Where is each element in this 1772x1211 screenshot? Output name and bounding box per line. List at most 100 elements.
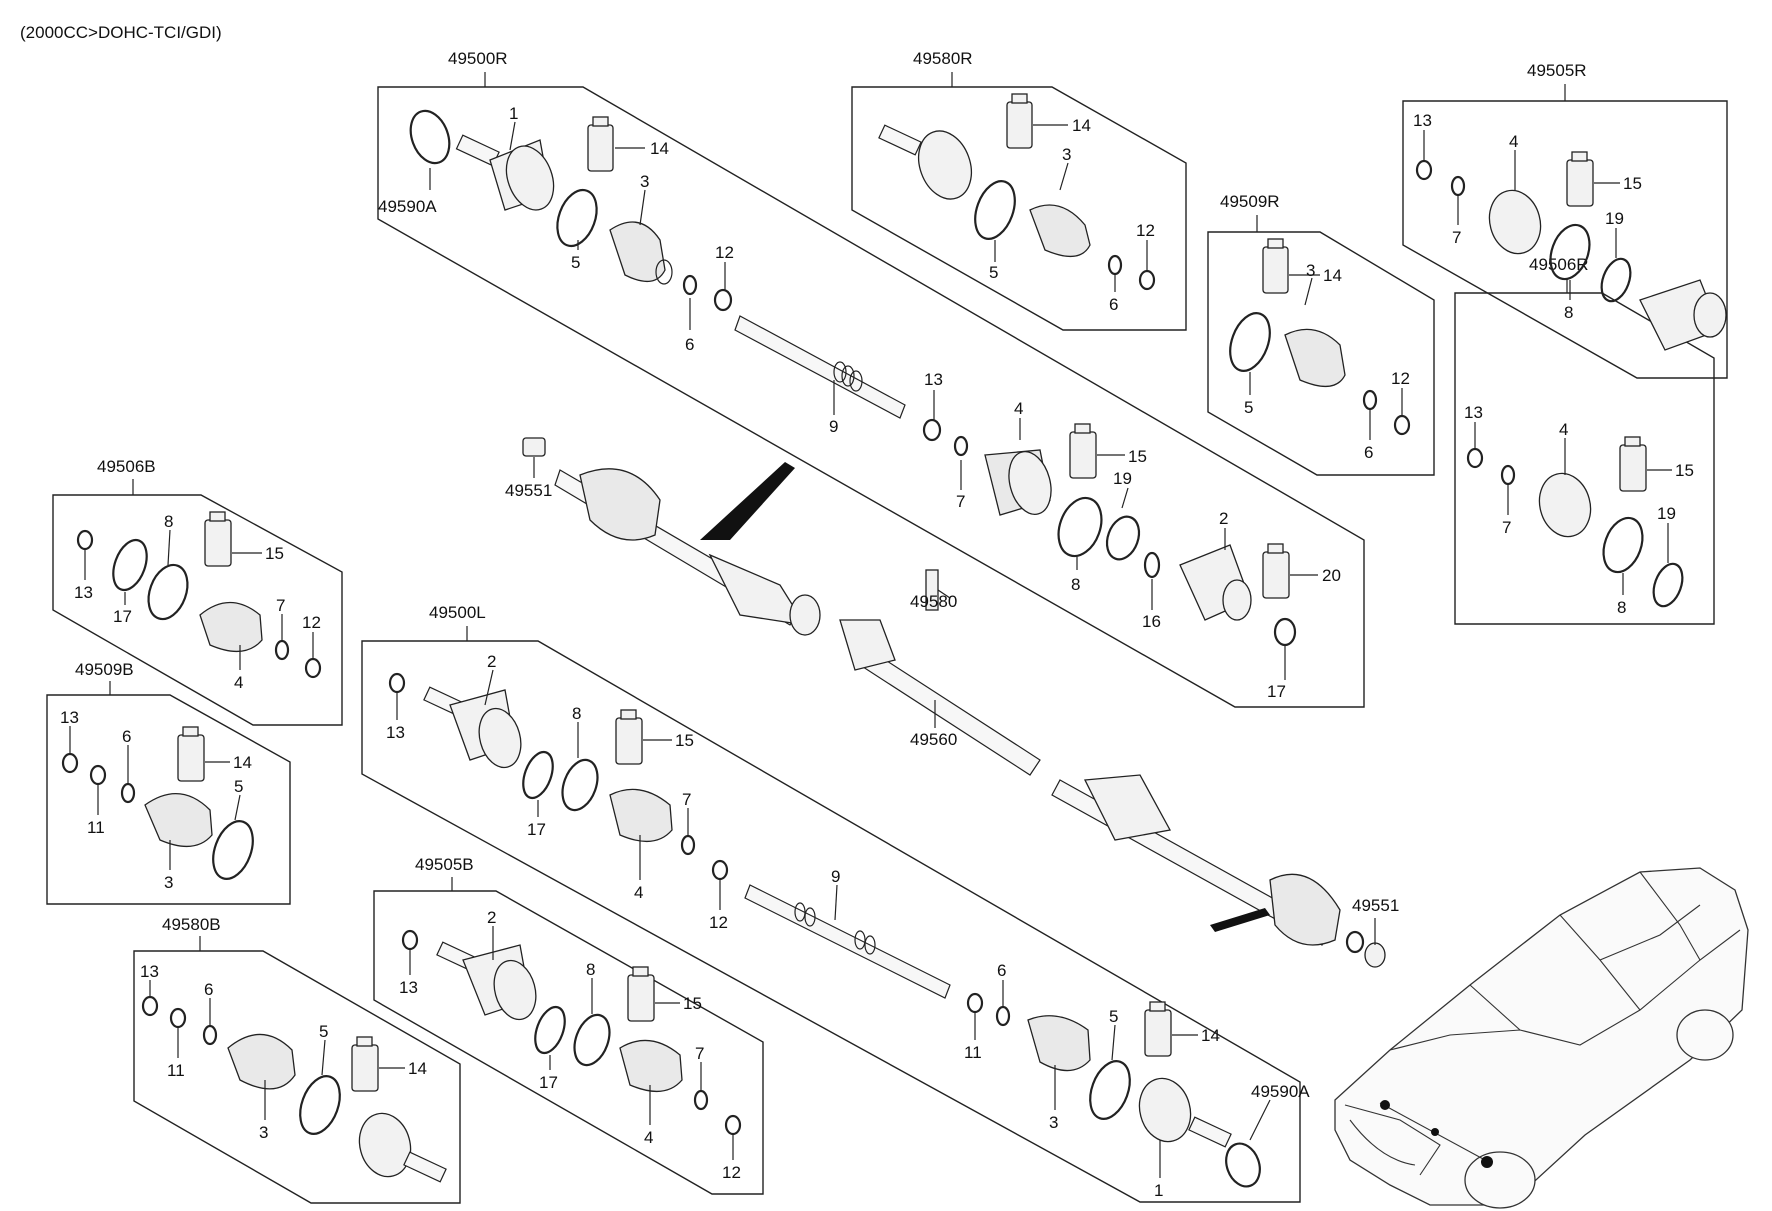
- callout-15[interactable]: 15: [1128, 447, 1147, 466]
- assembly-code-49506R[interactable]: 49506R: [1529, 255, 1589, 274]
- callout-11[interactable]: 11: [964, 1043, 982, 1062]
- callout-1[interactable]: 1: [509, 104, 518, 123]
- callout-3[interactable]: 3: [1306, 261, 1315, 280]
- callout-4[interactable]: 4: [634, 883, 643, 902]
- callout-7[interactable]: 7: [1452, 228, 1461, 247]
- assembly-code-49506B[interactable]: 49506B: [97, 457, 156, 476]
- callout-5[interactable]: 5: [989, 263, 998, 282]
- callout-13[interactable]: 13: [140, 962, 159, 981]
- callout-6[interactable]: 6: [1109, 295, 1118, 314]
- callout-8[interactable]: 8: [586, 960, 595, 979]
- callout-5[interactable]: 5: [1244, 398, 1253, 417]
- callout-2[interactable]: 2: [487, 652, 496, 671]
- callout-8[interactable]: 8: [1071, 575, 1080, 594]
- callout-6[interactable]: 6: [997, 961, 1006, 980]
- callout-5[interactable]: 5: [234, 777, 243, 796]
- callout-12[interactable]: 12: [1136, 221, 1155, 240]
- callout-11[interactable]: 11: [167, 1061, 185, 1080]
- callout-11[interactable]: 11: [87, 818, 105, 837]
- callout-7[interactable]: 7: [276, 596, 285, 615]
- callout-1[interactable]: 1: [1154, 1181, 1163, 1200]
- callout-7[interactable]: 7: [1502, 518, 1511, 537]
- callout-5[interactable]: 5: [319, 1022, 328, 1041]
- callout-15[interactable]: 15: [1675, 461, 1694, 480]
- callout-4[interactable]: 4: [234, 673, 243, 692]
- callout-12[interactable]: 12: [715, 243, 734, 262]
- callout-7[interactable]: 7: [956, 492, 965, 511]
- callout-9[interactable]: 9: [829, 417, 838, 436]
- part-code-49551-lower[interactable]: 49551: [1352, 896, 1399, 915]
- part-code-49560[interactable]: 49560: [910, 730, 957, 749]
- callout-8[interactable]: 8: [572, 704, 581, 723]
- callout-17[interactable]: 17: [527, 820, 546, 839]
- callout-8[interactable]: 8: [164, 512, 173, 531]
- assembly-code-49505R[interactable]: 49505R: [1527, 61, 1587, 80]
- callout-12[interactable]: 12: [709, 913, 728, 932]
- callout-8[interactable]: 8: [1564, 303, 1573, 322]
- callout-6[interactable]: 6: [204, 980, 213, 999]
- callout-6[interactable]: 6: [1364, 443, 1373, 462]
- assembly-code-49580B[interactable]: 49580B: [162, 915, 221, 934]
- callout-19[interactable]: 19: [1657, 504, 1676, 523]
- callout-2[interactable]: 2: [1219, 509, 1228, 528]
- callout-17[interactable]: 17: [113, 607, 132, 626]
- callout-13[interactable]: 13: [1464, 403, 1483, 422]
- callout-15[interactable]: 15: [1623, 174, 1642, 193]
- callout-7[interactable]: 7: [695, 1044, 704, 1063]
- assembly-code-49580R[interactable]: 49580R: [913, 49, 973, 68]
- assembly-code-49500L[interactable]: 49500L: [429, 603, 486, 622]
- callout-13[interactable]: 13: [386, 723, 405, 742]
- callout-14[interactable]: 14: [408, 1059, 427, 1078]
- callout-5[interactable]: 5: [571, 253, 580, 272]
- callout-3[interactable]: 3: [259, 1123, 268, 1142]
- callout-7[interactable]: 7: [682, 790, 691, 809]
- assembly-code-49500R[interactable]: 49500R: [448, 49, 508, 68]
- callout-20[interactable]: 20: [1322, 566, 1341, 585]
- callout-4[interactable]: 4: [1014, 399, 1023, 418]
- callout-49590A[interactable]: 49590A: [1251, 1082, 1310, 1101]
- callout-4[interactable]: 4: [1559, 420, 1568, 439]
- callout-13[interactable]: 13: [399, 978, 418, 997]
- assembly-code-49505B[interactable]: 49505B: [415, 855, 474, 874]
- callout-12[interactable]: 12: [1391, 369, 1410, 388]
- callout-17[interactable]: 17: [1267, 682, 1286, 701]
- callout-4[interactable]: 4: [1509, 132, 1518, 151]
- callout-15[interactable]: 15: [675, 731, 694, 750]
- callout-2[interactable]: 2: [487, 908, 496, 927]
- callout-14[interactable]: 14: [1323, 266, 1342, 285]
- callout-3[interactable]: 3: [1062, 145, 1071, 164]
- callout-9[interactable]: 9: [831, 867, 840, 886]
- callout-13[interactable]: 13: [74, 583, 93, 602]
- group-49509B: 49509B: [46, 660, 291, 905]
- callout-13[interactable]: 13: [1413, 111, 1432, 130]
- callout-12[interactable]: 12: [722, 1163, 741, 1182]
- callout-13[interactable]: 13: [60, 708, 79, 727]
- part-code-49580[interactable]: 49580: [910, 592, 957, 611]
- callout-8[interactable]: 8: [1617, 598, 1626, 617]
- callout-14[interactable]: 14: [1201, 1026, 1220, 1045]
- callout-3[interactable]: 3: [164, 873, 173, 892]
- callout-3[interactable]: 3: [1049, 1113, 1058, 1132]
- callout-12[interactable]: 12: [302, 613, 321, 632]
- callout-3[interactable]: 3: [640, 172, 649, 191]
- callout-15[interactable]: 15: [265, 544, 284, 563]
- callout-49590A[interactable]: 49590A: [378, 197, 437, 216]
- callout-14[interactable]: 14: [233, 753, 252, 772]
- assembly-code-49509R[interactable]: 49509R: [1220, 192, 1280, 211]
- callout-6[interactable]: 6: [685, 335, 694, 354]
- callout-19[interactable]: 19: [1605, 209, 1624, 228]
- callout-15[interactable]: 15: [683, 994, 702, 1013]
- part-code-49551-upper[interactable]: 49551: [505, 481, 552, 500]
- group-49506R: 49506R: [1454, 255, 1715, 625]
- callout-17[interactable]: 17: [539, 1073, 558, 1092]
- callout-4[interactable]: 4: [644, 1128, 653, 1147]
- callout-14[interactable]: 14: [1072, 116, 1091, 135]
- loose-part-codes: 49551 49580 49560 49551: [505, 481, 1399, 915]
- assembly-code-49509B[interactable]: 49509B: [75, 660, 134, 679]
- callout-13[interactable]: 13: [924, 370, 943, 389]
- callout-14[interactable]: 14: [650, 139, 669, 158]
- callout-6[interactable]: 6: [122, 727, 131, 746]
- callout-16[interactable]: 16: [1142, 612, 1161, 631]
- callout-5[interactable]: 5: [1109, 1007, 1118, 1026]
- callout-19[interactable]: 19: [1113, 469, 1132, 488]
